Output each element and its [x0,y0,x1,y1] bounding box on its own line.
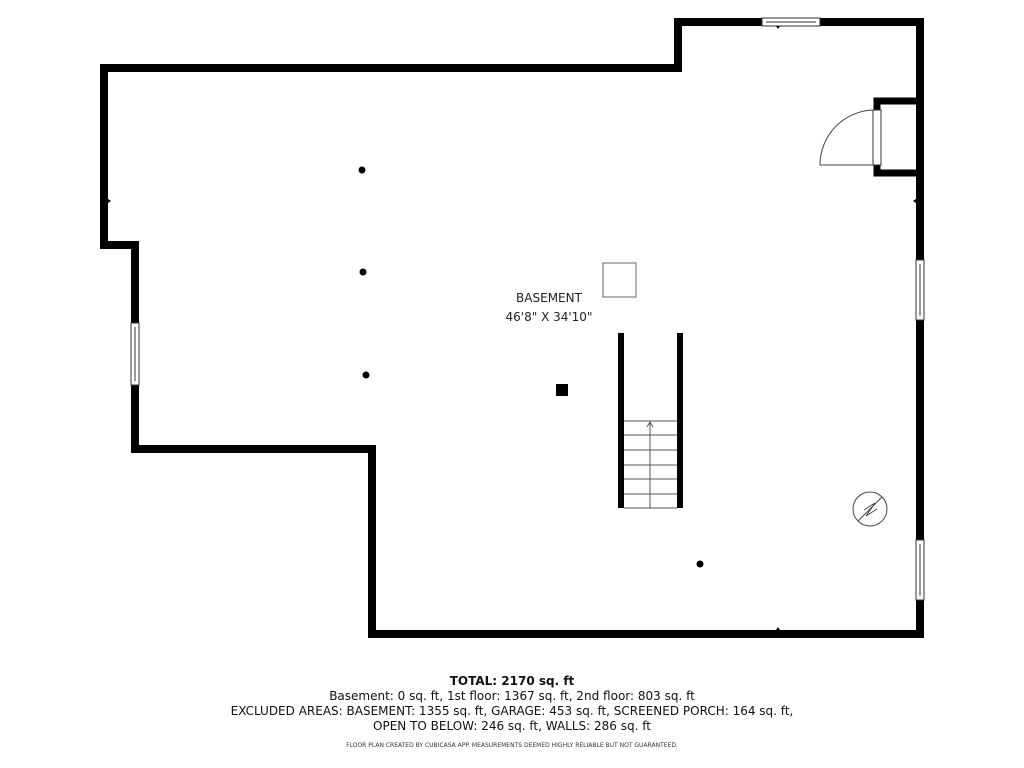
opening-square [602,262,637,298]
room-name: BASEMENT [516,291,582,305]
stairs [618,333,683,509]
disclaimer: FLOOR PLAN CREATED BY CUBICASA APP. MEAS… [346,742,678,749]
total-area: TOTAL: 2170 sq. ft [449,674,575,688]
marker [913,199,916,203]
closet [819,97,920,177]
excluded-areas-1: EXCLUDED AREAS: BASEMENT: 1355 sq. ft, G… [230,704,794,718]
floor-areas: Basement: 0 sq. ft, 1st floor: 1367 sq. … [329,689,695,703]
electrical-panel-icon [852,491,888,527]
window-left [130,322,140,386]
window-right-upper [915,259,925,321]
marker [776,26,780,29]
marker [108,199,111,203]
room-dimensions: 46'8" X 34'10" [505,310,593,324]
post-icon [358,166,366,174]
exterior-walls [100,18,924,638]
window-top [761,17,821,27]
marker [776,627,780,630]
post-icon [359,268,367,276]
column-icon [556,384,568,396]
door-swing [819,109,874,166]
excluded-areas-2: OPEN TO BELOW: 246 sq. ft, WALLS: 286 sq… [373,719,651,733]
post-icon [696,560,704,568]
post-icon [362,371,370,379]
window-right-lower [915,539,925,601]
